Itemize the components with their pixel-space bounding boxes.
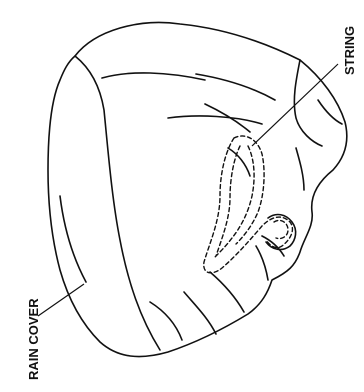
fold-crease <box>150 302 182 340</box>
gathered-opening <box>256 246 268 280</box>
fold-crease <box>196 74 275 100</box>
fold-crease <box>228 148 250 176</box>
string-leader-line <box>252 64 338 146</box>
rain-cover-label: RAIN COVER <box>26 298 41 380</box>
fold-crease <box>184 292 216 334</box>
gathered-edge <box>294 60 322 146</box>
left-panel-seam <box>75 56 160 350</box>
string-channel-loop <box>274 220 288 238</box>
fold-crease <box>210 272 244 312</box>
left-panel-inner-edge <box>60 196 86 282</box>
fold-crease <box>168 116 262 124</box>
fold-crease <box>102 73 205 80</box>
string-label: STRING <box>342 26 357 75</box>
gathered-edge <box>318 100 342 124</box>
gathered-edge <box>296 148 304 190</box>
